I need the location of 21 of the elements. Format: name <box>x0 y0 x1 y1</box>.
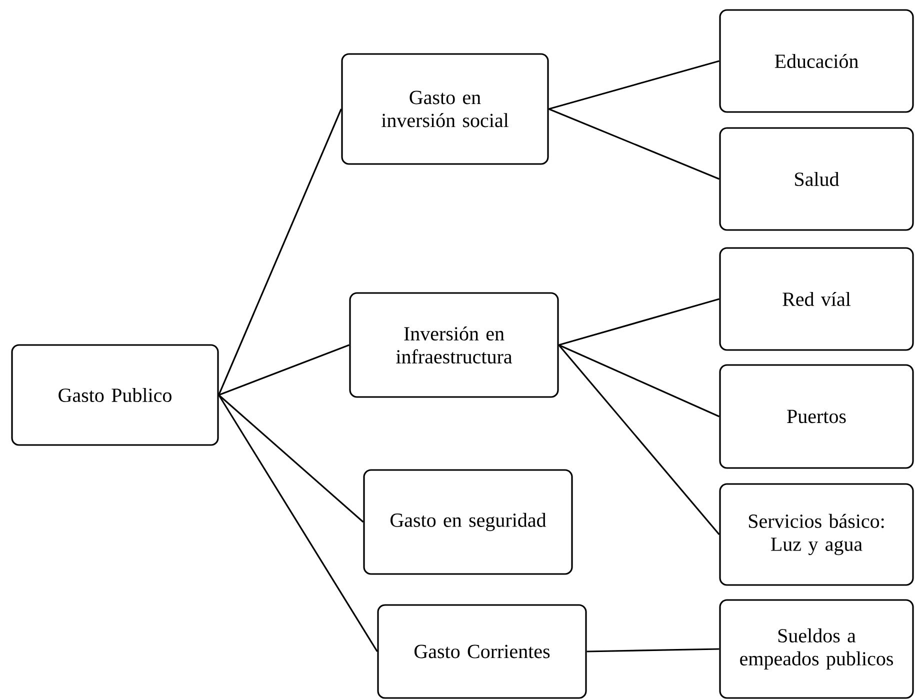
tree-box: Educación <box>719 9 914 113</box>
connector-line <box>218 108 342 396</box>
connector-line <box>548 60 720 110</box>
tree-box: Inversión en infraestructura <box>349 292 559 398</box>
connector-line <box>558 344 720 418</box>
connector-line <box>558 344 720 536</box>
connector-line <box>558 298 720 346</box>
tree-box: Puertos <box>719 364 914 469</box>
tree-box: Salud <box>719 127 914 231</box>
tree-box: Gasto Publico <box>11 344 219 446</box>
tree-box: Gasto en seguridad <box>363 469 573 575</box>
tree-box: Red víal <box>719 247 914 351</box>
connector-line <box>548 108 720 180</box>
tree-box: Servicios básico: Luz y agua <box>719 483 914 586</box>
connector-line <box>586 648 720 652</box>
connector-line <box>218 394 364 523</box>
connector-line <box>218 344 350 396</box>
tree-box: Sueldos a empeados publicos <box>719 599 914 699</box>
tree-box: Gasto en inversión social <box>341 53 549 165</box>
connector-line <box>218 394 378 652</box>
tree-box: Gasto Corrientes <box>377 604 587 699</box>
